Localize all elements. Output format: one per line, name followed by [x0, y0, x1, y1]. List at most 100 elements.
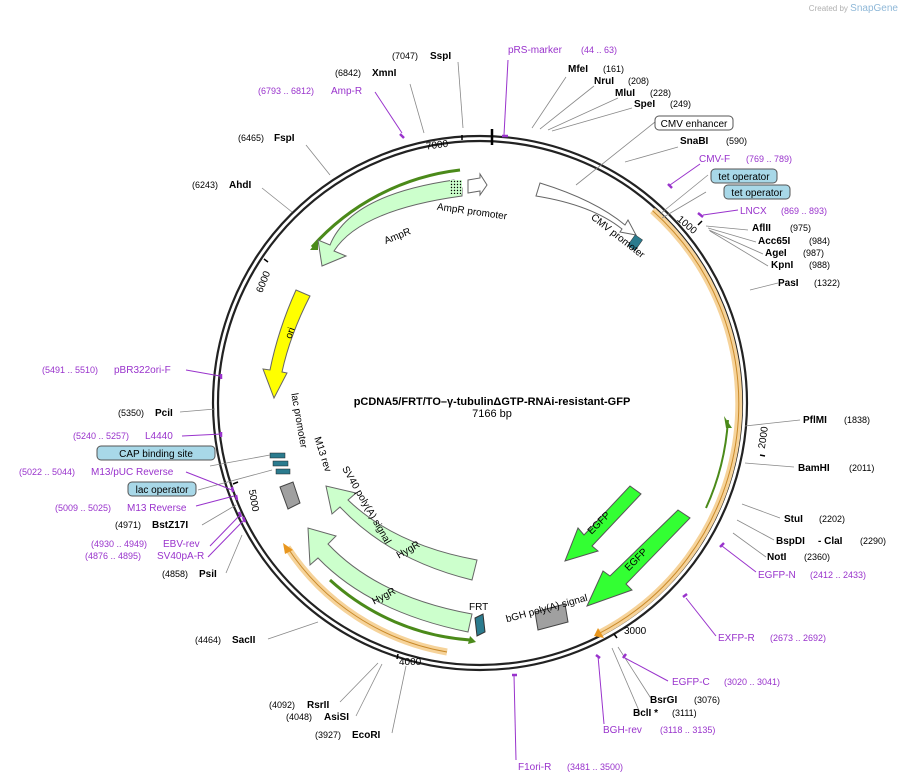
bstz17i-label: BstZ17I: [152, 520, 188, 531]
tick-label-7000: 7000: [425, 139, 449, 153]
cap-binding-site-box: [96, 445, 216, 461]
cap-site-mark: [269, 452, 286, 459]
nrui-label: NruI: [594, 76, 614, 87]
tick-marks: [232, 135, 766, 660]
spei-pos: (249): [670, 99, 691, 109]
egfp-n-range: (2412 .. 2433): [810, 570, 866, 580]
tet-operator-label-1: tet operator: [718, 172, 770, 183]
egfp-n-label: EGFP-N: [758, 570, 796, 581]
tet-operator-box-1: [710, 168, 778, 184]
orf-arrow-egfp: [594, 628, 604, 638]
cmv-enhancer-box: [654, 115, 734, 131]
cmv-enhancer-label: CMV enhancer: [661, 119, 728, 130]
pasi-label: PasI: [778, 278, 799, 289]
amp-r-label: Amp-R: [331, 86, 362, 97]
exfp-r-label: EXFP-R: [718, 633, 755, 644]
egfp-arrow-2: [586, 509, 691, 607]
cmv-f-label: CMV-F: [699, 154, 730, 165]
lac-operator-mark: [275, 468, 291, 475]
stui-label: StuI: [784, 514, 803, 525]
bamhi-pos: (2011): [849, 463, 874, 473]
nrui-pos: (208): [628, 76, 649, 86]
credit-prefix: Created by: [808, 4, 848, 13]
noti-pos: (2360): [804, 552, 830, 562]
xmni-pos: (6842): [335, 68, 361, 78]
sspi-label: SspI: [430, 51, 451, 62]
snabi-label: SnaBI: [680, 136, 709, 147]
clai-label: - ClaI: [818, 536, 843, 547]
snapgene-credit: Created by SnapGene: [809, 3, 898, 14]
mfei-label: MfeI: [568, 64, 588, 75]
orf-line-egfp: [598, 210, 740, 635]
ecori-label: EcoRI: [352, 730, 381, 741]
sv40pa-r-label: SV40pA-R: [157, 551, 204, 562]
f1ori-r-range: (3481 .. 3500): [567, 762, 623, 772]
pflmi-label: PflMI: [803, 415, 827, 426]
mfei-pos: (161): [603, 64, 624, 74]
l4440-label: L4440: [145, 431, 173, 442]
ampr-dotted-end: [450, 180, 462, 194]
ori-label: ori: [284, 326, 298, 340]
psii-label: PsiI: [199, 569, 217, 580]
orf-hygr-line: [328, 578, 471, 642]
prs-marker-label: pRS-marker: [508, 45, 563, 56]
backbone-outer: [211, 134, 749, 672]
pcii-label: PciI: [155, 408, 173, 419]
orf-arrow-hygr: [283, 543, 293, 554]
asisi-label: AsiSI: [324, 712, 349, 723]
sacii-label: SacII: [232, 635, 256, 646]
acc65i-label: Acc65I: [758, 236, 790, 247]
cmv-f-range: (769 .. 789): [746, 154, 792, 164]
aflii-pos: (975): [790, 223, 811, 233]
ahdi-pos: (6243): [192, 180, 218, 190]
lac-operator-box: [127, 481, 197, 497]
prs-marker-range: (44 .. 63): [581, 45, 617, 55]
tet-operator-label-2: tet operator: [731, 188, 783, 199]
orf-ampr-arrow: [310, 240, 318, 250]
tick-label-6000: 6000: [255, 269, 274, 294]
lncx-label: LNCX: [740, 206, 767, 217]
bsrgi-pos: (3076): [694, 695, 720, 705]
frt-label: FRT: [469, 602, 488, 613]
exfp-r-range: (2673 .. 2692): [770, 633, 826, 643]
m13-reverse-label: M13 Reverse: [127, 503, 187, 514]
bspdi-pos: (2290): [860, 536, 886, 546]
kpni-label: KpnI: [771, 260, 793, 271]
pbr322ori-f-label: pBR322ori-F: [114, 365, 171, 376]
ori-arrow: [262, 289, 311, 400]
hygr-arrow-1: [325, 485, 478, 581]
ampr-label: AmpR: [383, 226, 413, 247]
bamhi-label: BamHI: [798, 463, 830, 474]
ebv-rev-label: EBV-rev: [163, 539, 200, 550]
cmv-promoter-arrow: [535, 182, 637, 236]
tet-operator-box-2: [723, 184, 791, 200]
egfp-c-label: EGFP-C: [672, 677, 710, 688]
noti-label: NotI: [767, 552, 787, 563]
ampr-promoter-arrow: [467, 172, 488, 197]
orf-line-hygr: [286, 547, 448, 653]
orf-ampr-line: [310, 168, 461, 248]
sacii-pos: (4464): [195, 635, 221, 645]
spei-label: SpeI: [634, 99, 655, 110]
cap-binding-site-label: CAP binding site: [119, 449, 193, 460]
m13-reverse-range: (5009 .. 5025): [55, 503, 111, 513]
psii-pos: (4858): [162, 569, 188, 579]
lac-promoter-label: lac promoter: [288, 392, 309, 449]
amp-r-range: (6793 .. 6812): [258, 86, 314, 96]
ebv-rev-range: (4930 .. 4949): [91, 539, 147, 549]
pflmi-pos: (1838): [844, 415, 870, 425]
pcii-pos: (5350): [118, 408, 144, 418]
tick-label-2000: 2000: [757, 425, 771, 449]
asisi-pos: (4048): [286, 712, 312, 722]
aflii-label: AflII: [752, 223, 771, 234]
m13-puc-range: (5022 .. 5044): [19, 467, 75, 477]
tick-label-3000: 3000: [624, 626, 647, 637]
bspdi-label: BspDI: [776, 536, 805, 547]
frt-box: [474, 613, 486, 637]
ampr-promoter-label: AmpR promoter: [436, 202, 508, 223]
enzyme-leader-lines: [179, 61, 801, 734]
lncx-range: (869 .. 893): [781, 206, 827, 216]
m13-rev-label: M13 rev: [311, 436, 333, 474]
l4440-range: (5240 .. 5257): [73, 431, 129, 441]
fspi-label: FspI: [274, 133, 295, 144]
